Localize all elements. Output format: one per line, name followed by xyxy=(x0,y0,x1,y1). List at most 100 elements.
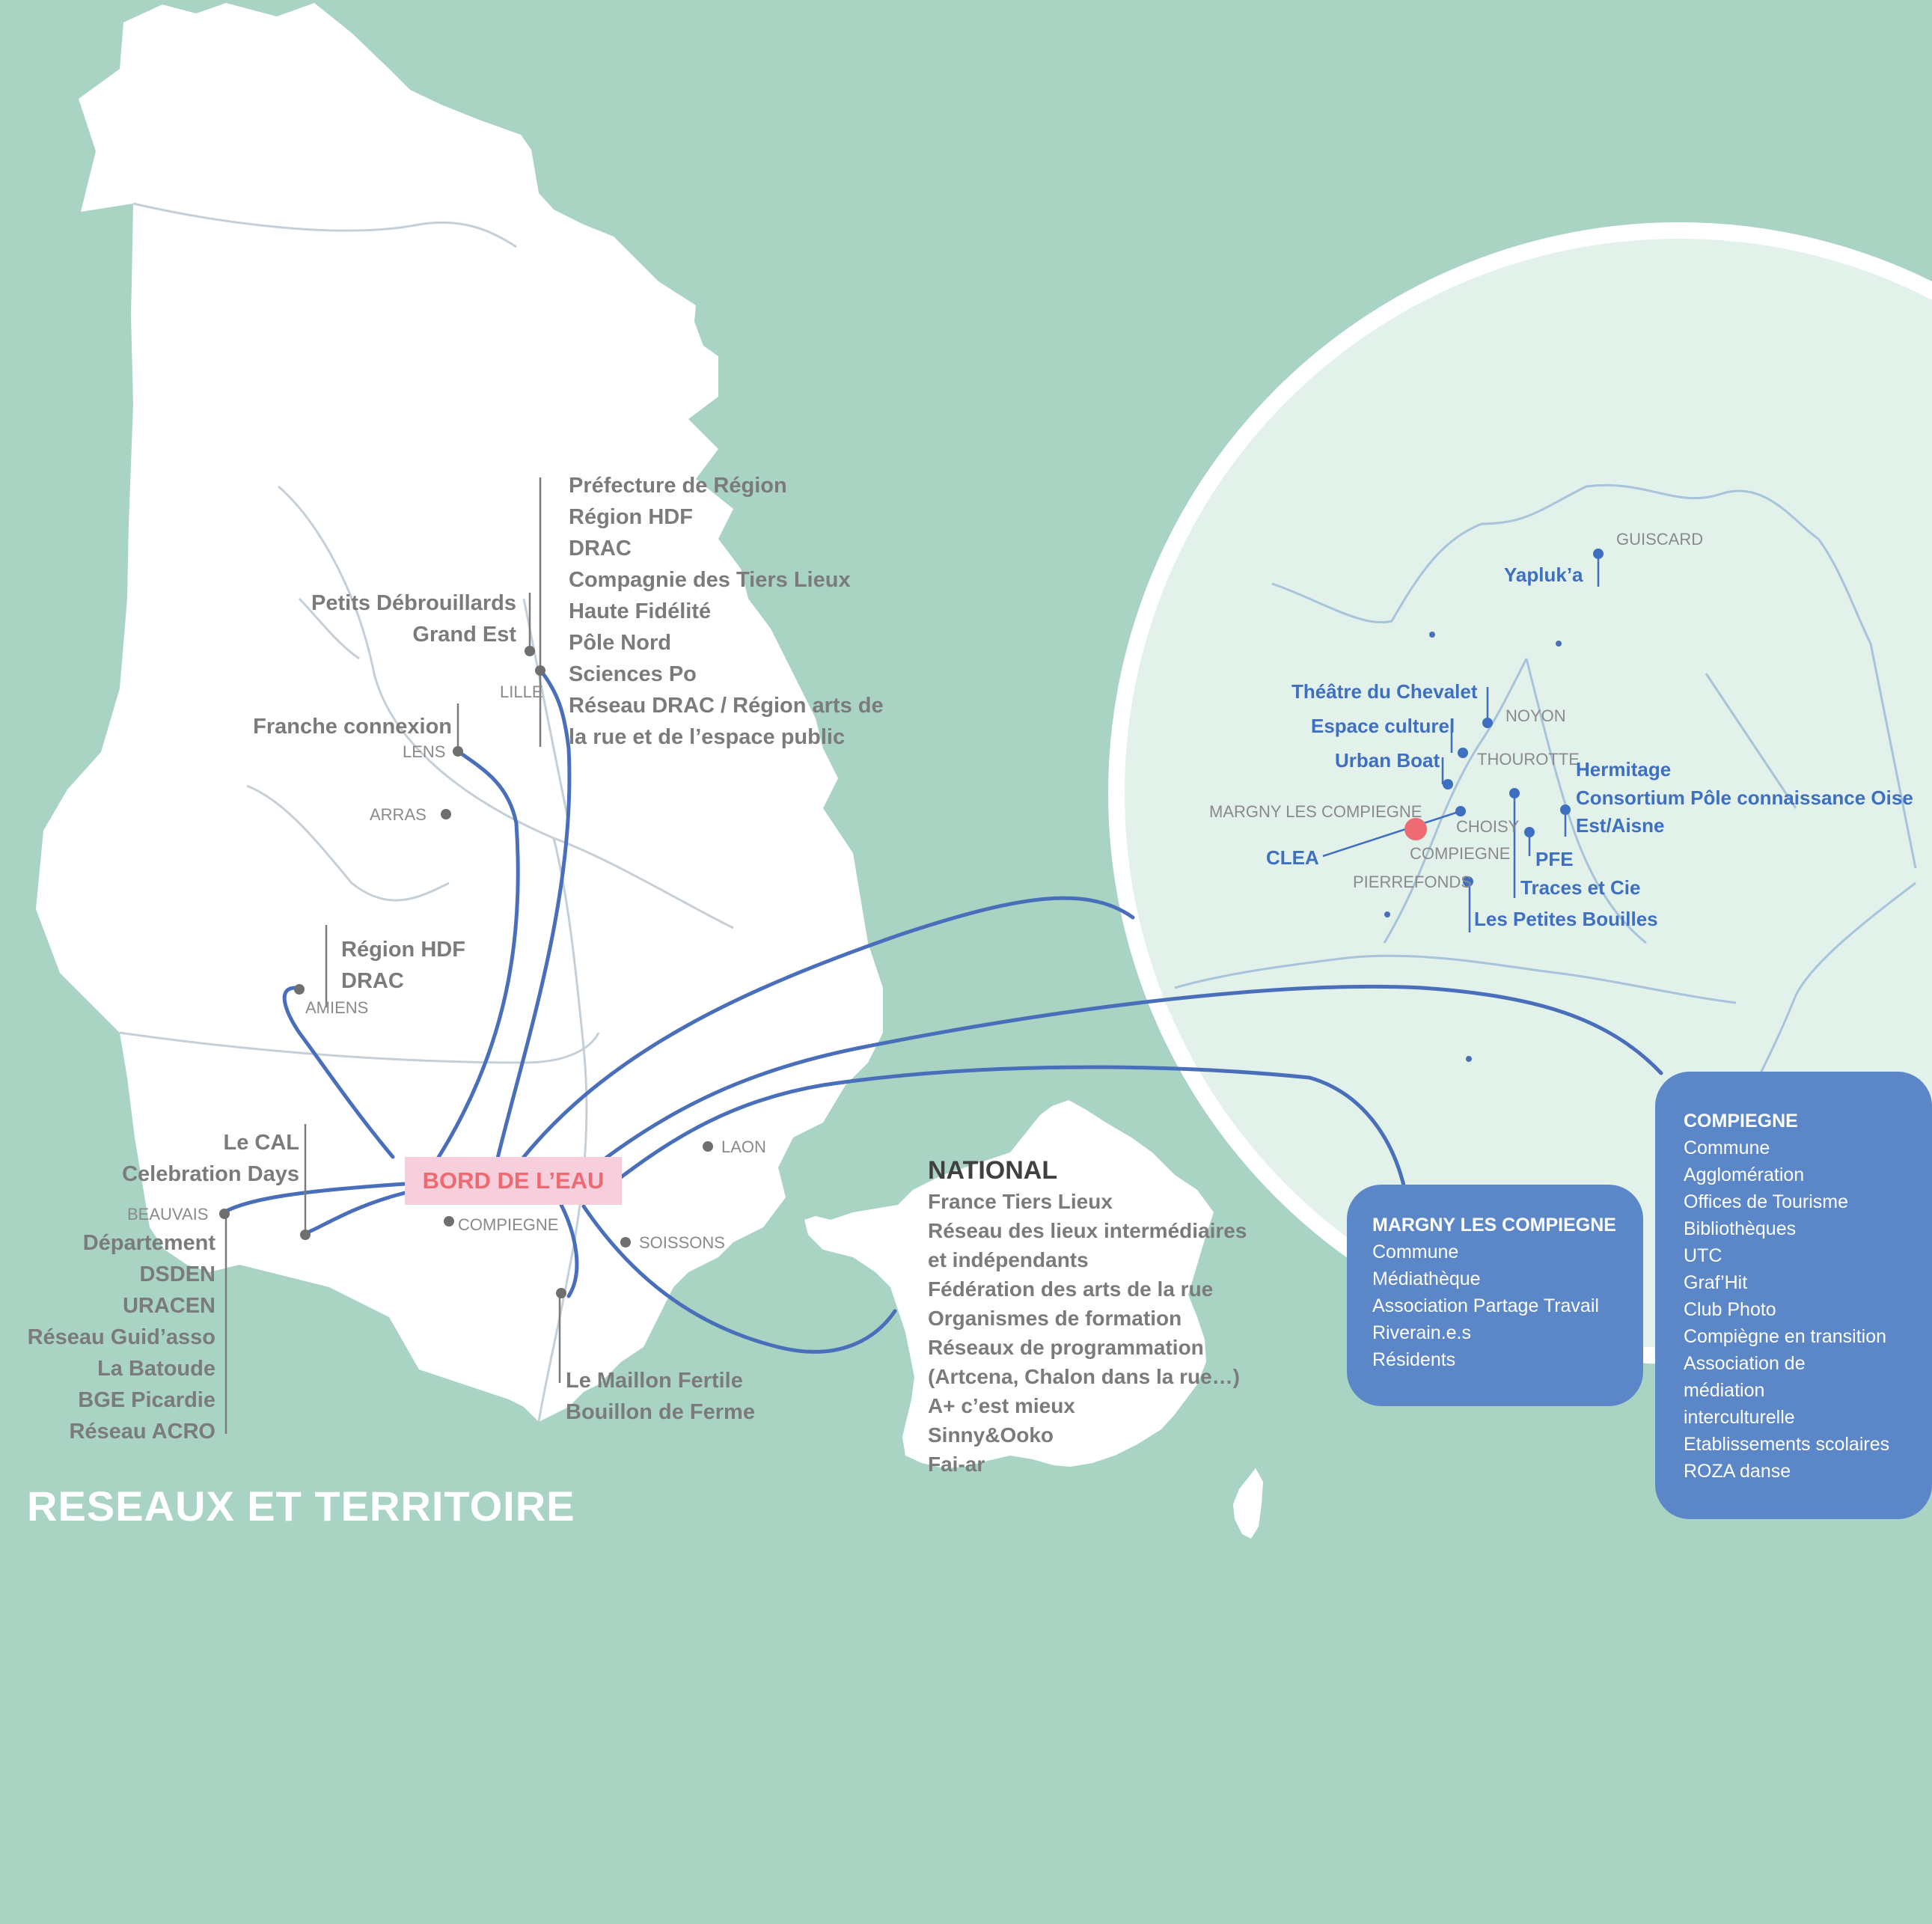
franche-connexion: Franche connexion xyxy=(253,715,452,739)
lille-partner-3: DRAC xyxy=(569,537,632,561)
beauvais-partner-4: Réseau Guid’asso xyxy=(27,1325,215,1349)
partner-theatre-chevalet: Théâtre du Chevalet xyxy=(1291,680,1478,703)
national-item-2: Réseau des lieux intermédiaires xyxy=(928,1219,1247,1242)
link-amiens xyxy=(282,986,395,1159)
partner-traces-et-cie: Traces et Cie xyxy=(1520,876,1641,899)
city-dot-arras xyxy=(441,809,451,819)
compiegne-item-12: Etablissements scolaires xyxy=(1684,1434,1890,1455)
south-partners: Le Maillon Fertile Bouillon de Ferme xyxy=(566,1365,755,1428)
zoom-city-margny: MARGNY LES COMPIEGNE xyxy=(1209,802,1422,821)
compiegne-item-9: Association de xyxy=(1684,1353,1806,1374)
region-city-dots xyxy=(219,646,713,1298)
lens-partner-label: Franche connexion xyxy=(224,711,452,742)
city-dot-cal xyxy=(300,1230,311,1240)
partner-espace-culturel: Espace culturel xyxy=(1311,715,1455,737)
zoom-city-thourotte: THOUROTTE xyxy=(1477,750,1580,769)
city-lens: LENS xyxy=(403,742,446,761)
south-partner-1: Le Maillon Fertile xyxy=(566,1369,743,1393)
compiegne-item-2: Agglomération xyxy=(1684,1164,1805,1185)
link-compiegne-box xyxy=(601,984,1663,1162)
zoom-partner-pins xyxy=(1443,549,1604,887)
zoom-city-noyon: NOYON xyxy=(1505,706,1566,725)
link-cal xyxy=(303,1191,407,1236)
city-beauvais: BEAUVAIS xyxy=(127,1205,209,1224)
zoom-city-compiegne: COMPIEGNE xyxy=(1410,844,1511,863)
south-partner-2: Bouillon de Ferme xyxy=(566,1400,755,1424)
lille-partner-8: Réseau DRAC / Région arts de xyxy=(569,694,884,718)
partner-yapluka: Yapluk’a xyxy=(1504,564,1583,586)
region-hdf-shape xyxy=(36,3,883,1422)
city-lille: LILLE xyxy=(500,682,543,701)
partner-consortium: Consortium Pôle connaissance Oise Est/Ai… xyxy=(1576,784,1913,840)
city-dot-laon xyxy=(703,1141,713,1152)
beauvais-partner-2: DSDEN xyxy=(139,1262,215,1286)
partner-urban-boat: Urban Boat xyxy=(1335,749,1440,772)
zoom-borders xyxy=(1174,483,1917,1093)
petits-debrouillards-label: Petits Débrouillards Grand Est xyxy=(277,587,516,650)
national-item-9: Sinny&Ooko xyxy=(928,1423,1054,1447)
city-compiegne: COMPIEGNE xyxy=(458,1215,559,1234)
clea-marker xyxy=(1404,818,1427,840)
national-item-3: et indépendants xyxy=(928,1248,1089,1271)
margny-box-heading: MARGNY LES COMPIEGNE xyxy=(1372,1215,1616,1236)
compiegne-partners-box: COMPIEGNE Commune Agglomération Offices … xyxy=(1655,1072,1932,1519)
amiens-partner-1: Région HDF xyxy=(341,938,465,962)
compiegne-item-13: ROZA danse xyxy=(1684,1461,1791,1482)
city-dot-soissons xyxy=(620,1237,631,1247)
city-dot-compiegne xyxy=(444,1216,454,1227)
city-amiens: AMIENS xyxy=(305,998,369,1017)
page-title: RESEAUX ET TERRITOIRE xyxy=(27,1482,575,1530)
margny-item-2: Médiathèque xyxy=(1372,1268,1481,1289)
zoom-city-choisy: CHOISY xyxy=(1456,817,1520,836)
national-item-5: Organismes de formation xyxy=(928,1307,1182,1330)
national-list: NATIONAL France Tiers Lieux Réseau des l… xyxy=(928,1154,1247,1479)
compiegne-item-11: interculturelle xyxy=(1684,1407,1795,1428)
amiens-partner-2: DRAC xyxy=(341,969,404,993)
city-soissons: SOISSONS xyxy=(639,1233,725,1252)
national-item-6: Réseaux de programmation xyxy=(928,1336,1204,1359)
leader-lines-blue xyxy=(1322,554,1600,932)
compiegne-item-4: Bibliothèques xyxy=(1684,1218,1797,1239)
department-borders xyxy=(119,202,734,1423)
lille-partners: Préfecture de Région Région HDF DRAC Com… xyxy=(569,470,884,753)
network-links xyxy=(219,668,1663,1354)
city-dot-lille xyxy=(535,665,545,676)
margny-item-1: Commune xyxy=(1372,1242,1459,1262)
france-shape xyxy=(804,1100,1214,1468)
city-dot-amiens xyxy=(294,984,305,995)
city-dot-south xyxy=(556,1288,566,1298)
petits-debrouillards-line-2: Grand Est xyxy=(412,623,516,647)
zoom-city-pierrefonds: PIERREFONDS xyxy=(1353,873,1472,891)
amiens-partners: Région HDF DRAC xyxy=(341,934,465,997)
lille-partner-2: Région HDF xyxy=(569,505,693,529)
national-item-1: France Tiers Lieux xyxy=(928,1190,1113,1213)
lille-partner-5: Haute Fidélité xyxy=(569,599,712,623)
margny-item-4: Riverain.e.s xyxy=(1372,1322,1471,1343)
beauvais-partner-7: Réseau ACRO xyxy=(69,1420,215,1444)
city-arras: ARRAS xyxy=(370,805,427,824)
compiegne-item-10: médiation xyxy=(1684,1380,1765,1401)
beauvais-partner-1: Département xyxy=(82,1231,215,1255)
petits-debrouillards-line-1: Petits Débrouillards xyxy=(311,591,516,615)
partner-consortium-line-1: Consortium Pôle connaissance Oise xyxy=(1576,787,1913,809)
lille-partner-6: Pôle Nord xyxy=(569,631,671,655)
hub-bord-de-leau: BORD DE L’EAU xyxy=(405,1157,622,1205)
corsica-shape xyxy=(1233,1468,1263,1539)
compiegne-item-6: Graf’Hit xyxy=(1684,1272,1748,1293)
link-south xyxy=(559,1203,579,1298)
cal-partner-2: Celebration Days xyxy=(122,1162,299,1186)
lille-partner-4: Compagnie des Tiers Lieux xyxy=(569,568,851,592)
national-item-7: (Artcena, Chalon dans la rue…) xyxy=(928,1365,1240,1388)
partner-pfe: PFE xyxy=(1535,848,1574,870)
link-lille xyxy=(493,668,572,1170)
link-zoom xyxy=(522,896,1135,1159)
national-heading: NATIONAL xyxy=(928,1156,1058,1185)
partner-petites-bouilles: Les Petites Bouilles xyxy=(1474,908,1658,930)
compiegne-item-1: Commune xyxy=(1684,1137,1770,1158)
national-item-8: A+ c’est mieux xyxy=(928,1394,1075,1417)
cal-partners: Le CAL Celebration Days xyxy=(75,1127,299,1190)
city-dot-beauvais xyxy=(219,1209,230,1219)
zoom-town-dots xyxy=(1384,632,1562,1062)
